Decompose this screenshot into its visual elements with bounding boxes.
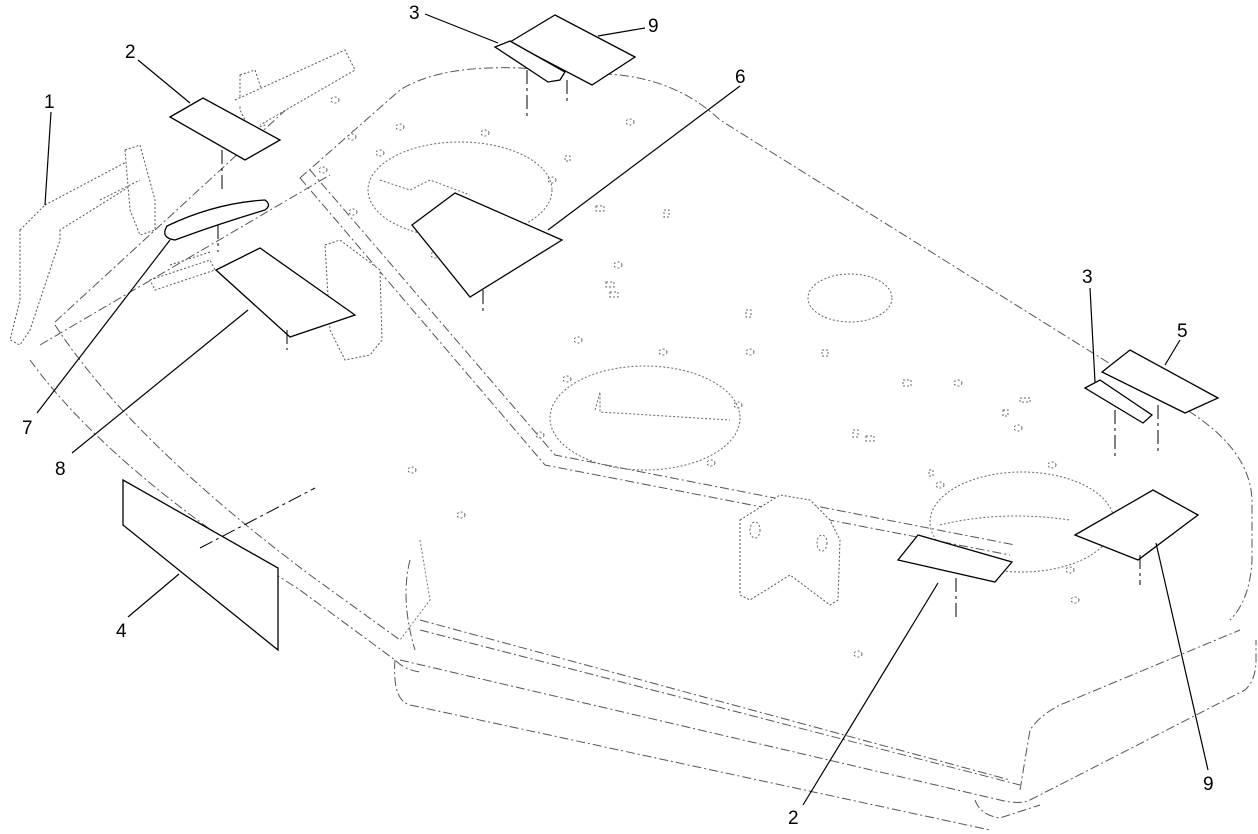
- decal-part-9-right: [1073, 489, 1200, 561]
- decal-part-2-front: [896, 534, 1014, 583]
- callout-leaders: [36, 13, 1209, 806]
- decal-part-6: [411, 192, 564, 298]
- mower-deck-outline: [29, 59, 1257, 831]
- decal-parts: [122, 14, 1220, 652]
- decal-part-2-rear: [168, 97, 282, 161]
- callout-9-top: 9: [648, 16, 659, 37]
- callout-1: 1: [44, 92, 55, 113]
- callout-8: 8: [55, 459, 66, 480]
- decal-part-8: [214, 247, 357, 338]
- callout-numbers: 1 2 3 9 6 3 5 7 8 4 2 9: [22, 3, 1214, 829]
- callout-7: 7: [22, 418, 33, 439]
- callout-2-front: 2: [788, 808, 799, 829]
- decal-part-3-right: [1083, 379, 1154, 424]
- deck-brackets: [9, 49, 841, 606]
- decal-part-3-top: [493, 40, 566, 83]
- callout-4: 4: [116, 621, 127, 642]
- callout-9-right: 9: [1203, 774, 1214, 795]
- decal-part-9-top: [508, 14, 637, 86]
- decal-part-4: [122, 478, 279, 652]
- decal-part-5: [1100, 349, 1220, 414]
- assembly-centerlines: [199, 70, 1159, 620]
- callout-3-top: 3: [409, 3, 420, 24]
- callout-3-right: 3: [1082, 267, 1093, 288]
- decal-part-7: [164, 199, 270, 241]
- callout-6: 6: [735, 67, 746, 88]
- callout-2-rear: 2: [125, 42, 136, 63]
- callout-5: 5: [1177, 321, 1188, 342]
